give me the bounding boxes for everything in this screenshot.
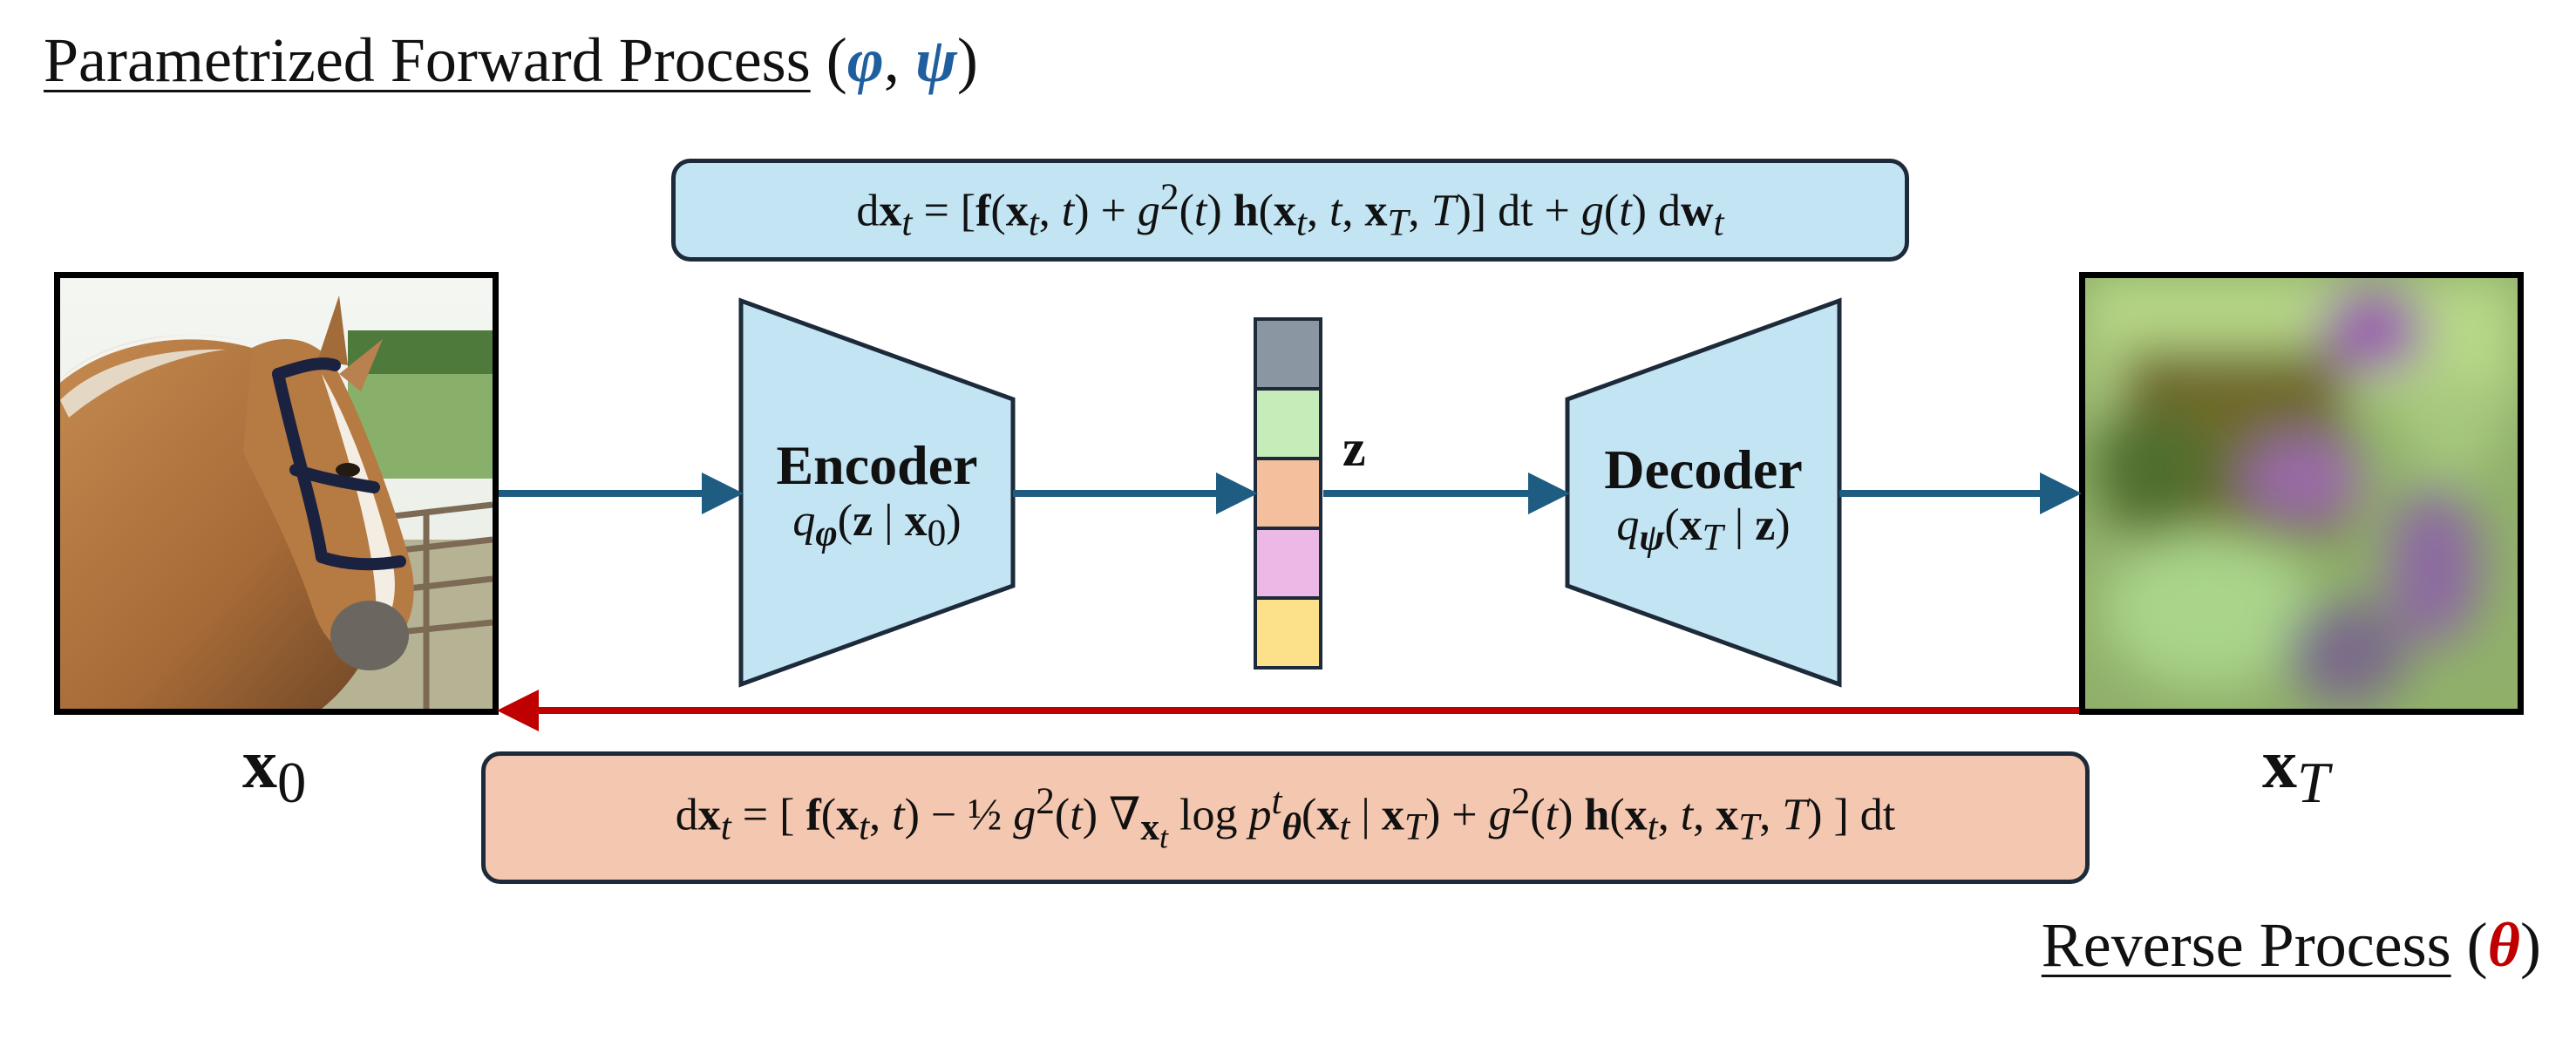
- reverse-sde-equation: dxt = [ f(xt, t) − ½ g2(t) ∇xt log ptθ(x…: [675, 780, 1896, 855]
- xT-label: xT: [2262, 726, 2330, 815]
- reverse-process-title-text: Reverse Process: [2041, 910, 2451, 980]
- encoder-title: Encoder: [776, 434, 978, 496]
- paren-close: ): [2520, 910, 2541, 980]
- decoder-subtitle: qψ(xT | z): [1616, 500, 1791, 559]
- encoder-label-group: Encoder qφ(z | x0): [741, 436, 1013, 557]
- latent-cell-4: [1254, 527, 1322, 600]
- xT-noisy-image: [2079, 272, 2524, 715]
- latent-z-label: z: [1342, 419, 1366, 477]
- decoder-title: Decoder: [1604, 438, 1803, 500]
- paren-open: (: [2450, 910, 2488, 980]
- latent-cell-1: [1254, 317, 1322, 391]
- theta-symbol: θ: [2487, 910, 2521, 980]
- encoder-subtitle: qφ(z | x0): [792, 496, 962, 554]
- x0-label: x0: [242, 726, 307, 815]
- noisy-latent-illustration: [2085, 278, 2518, 709]
- latent-cell-2: [1254, 387, 1322, 460]
- forward-process-title-text: Parametrized Forward Process: [44, 25, 811, 95]
- decoder-label-group: Decoder qψ(xT | z): [1567, 440, 1839, 561]
- latent-cell-5: [1254, 596, 1322, 670]
- latent-vector: [1254, 317, 1322, 670]
- reverse-process-title: Reverse Process (θ): [2041, 910, 2541, 980]
- x0-horse-image: [54, 272, 499, 715]
- decoder-shape: [1565, 297, 1842, 688]
- paren-open: (: [810, 25, 847, 95]
- psi-symbol: ψ: [914, 25, 957, 95]
- forward-sde-equation-box: dxt = [f(xt, t) + g2(t) h(xt, t, xT, T)]…: [671, 159, 1909, 262]
- latent-cell-3: [1254, 457, 1322, 530]
- comma: ,: [883, 25, 915, 95]
- paren-close: ): [956, 25, 978, 95]
- encoder-shape: [738, 297, 1016, 688]
- horse-illustration: [60, 278, 493, 709]
- forward-process-title: Parametrized Forward Process (φ, ψ): [44, 25, 978, 95]
- reverse-sde-equation-box: dxt = [ f(xt, t) − ½ g2(t) ∇xt log ptθ(x…: [481, 751, 2090, 884]
- phi-symbol: φ: [846, 25, 884, 95]
- forward-sde-equation: dxt = [f(xt, t) + g2(t) h(xt, t, xT, T)]…: [856, 176, 1724, 244]
